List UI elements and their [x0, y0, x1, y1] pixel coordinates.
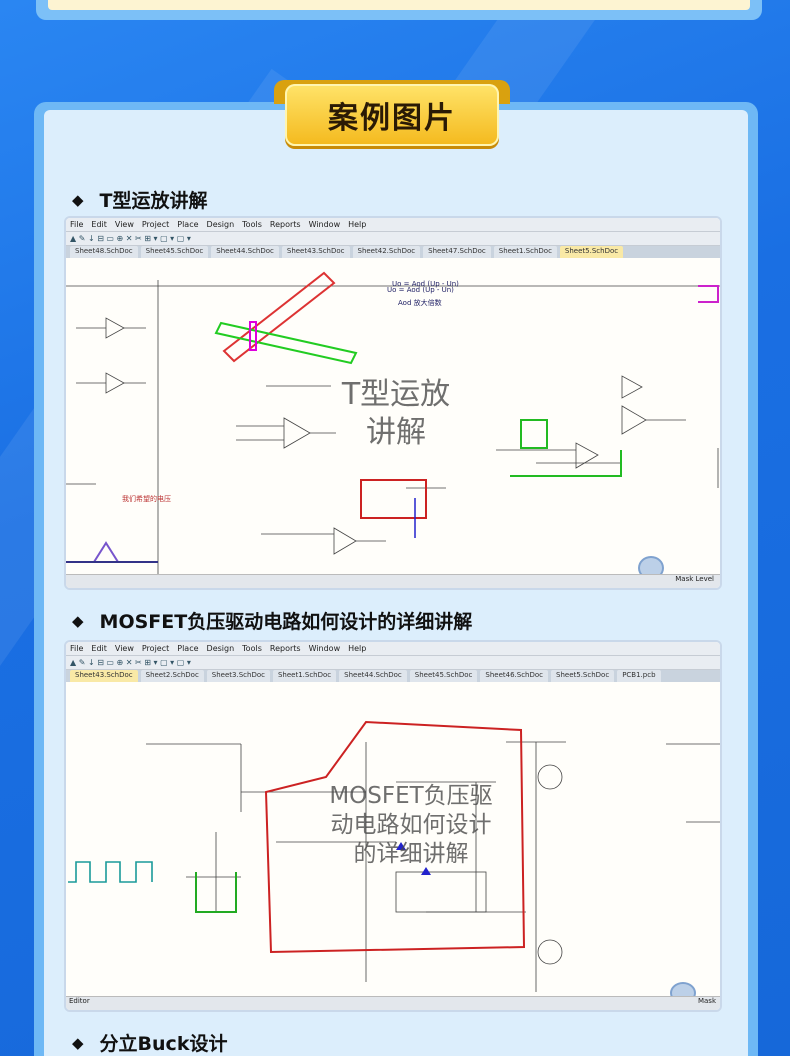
diamond-bullet-icon: ◆ — [72, 1033, 84, 1052]
menu-item[interactable]: Reports — [269, 644, 301, 653]
doc-tab[interactable]: Sheet2.SchDoc — [140, 670, 204, 682]
schematic-screenshot-1[interactable]: File Edit View Project Place Design Tool… — [64, 216, 722, 590]
watermark-line: 讲解 — [366, 414, 426, 450]
schematic-canvas[interactable]: Uo = Aod (Up - Un) Uo = Aod (Up - Un) Ao… — [66, 258, 720, 580]
watermark-line: 的详细讲解 — [353, 840, 469, 867]
section-title-badge: 案例图片 — [285, 84, 499, 146]
document-tabs: Sheet43.SchDoc Sheet2.SchDoc Sheet3.SchD… — [66, 670, 720, 682]
doc-tab[interactable]: Sheet45.SchDoc — [140, 246, 209, 258]
previous-card — [36, 0, 762, 20]
tool-bar: ▲ ✎ ↓ ⊟ ▭ ⊕ ✕ ✂ ⊞ ▾ ▢ ▾ ▢ ▾ — [66, 232, 720, 246]
status-text: Editor — [69, 997, 90, 1005]
status-bar: Editor Mask — [66, 996, 720, 1010]
menu-item[interactable]: Project — [141, 220, 170, 229]
menu-item[interactable]: Reports — [269, 220, 301, 229]
schematic-screenshot-2[interactable]: File Edit View Project Place Design Tool… — [64, 640, 722, 1012]
section-title: 案例图片 — [328, 101, 456, 136]
doc-tab[interactable]: Sheet44.SchDoc — [339, 670, 407, 682]
doc-tab[interactable]: Sheet47.SchDoc — [423, 246, 491, 258]
menu-item[interactable]: Window — [308, 644, 341, 653]
status-text: Mask Level — [675, 575, 714, 583]
doc-tab[interactable]: Sheet1.SchDoc — [493, 246, 557, 258]
menu-item[interactable]: Tools — [242, 220, 262, 229]
menu-item[interactable]: Help — [348, 220, 367, 229]
case-heading-2: ◆ MOSFET负压驱动电路如何设计的详细讲解 — [72, 607, 472, 634]
watermark-line: MOSFET负压驱 — [329, 783, 493, 809]
svg-text:Uo = Aod (Up - Un): Uo = Aod (Up - Un) — [387, 286, 454, 294]
doc-tab[interactable]: Sheet1.SchDoc — [272, 670, 337, 682]
case-heading-1: ◆ T型运放讲解 — [72, 186, 208, 213]
doc-tab[interactable]: Sheet48.SchDoc — [70, 246, 138, 258]
doc-tab[interactable]: Sheet42.SchDoc — [352, 246, 421, 258]
video-watermark: T型运放 讲解 — [296, 376, 496, 451]
diamond-bullet-icon: ◆ — [72, 190, 84, 209]
menu-item[interactable]: Design — [206, 220, 235, 229]
menu-item[interactable]: File — [70, 220, 84, 229]
diamond-bullet-icon: ◆ — [72, 611, 84, 630]
menu-item[interactable]: View — [114, 220, 134, 229]
menu-item[interactable]: File — [70, 644, 84, 653]
tool-bar: ▲ ✎ ↓ ⊟ ▭ ⊕ ✕ ✂ ⊞ ▾ ▢ ▾ ▢ ▾ — [66, 656, 720, 670]
doc-tab[interactable]: Sheet43.SchDoc — [281, 246, 350, 258]
menu-item[interactable]: Edit — [91, 644, 107, 653]
menu-item[interactable]: Project — [141, 644, 170, 653]
doc-tab-active[interactable]: Sheet5.SchDoc — [559, 246, 624, 258]
doc-tab[interactable]: PCB1.pcb — [617, 670, 661, 682]
schematic-canvas[interactable]: MOSFET负压驱 动电路如何设计 的详细讲解 — [66, 682, 720, 1004]
status-text-right: Mask — [697, 997, 716, 1005]
doc-tab[interactable]: Sheet3.SchDoc — [206, 670, 270, 682]
watermark-line: T型运放 — [341, 377, 451, 412]
doc-tab[interactable]: Sheet5.SchDoc — [551, 670, 615, 682]
case-heading-3: ◆ 分立Buck设计 — [72, 1029, 227, 1056]
toolbar-icons[interactable]: ▲ ✎ ↓ ⊟ ▭ ⊕ ✕ ✂ ⊞ ▾ ▢ ▾ ▢ ▾ — [70, 658, 191, 667]
menu-item[interactable]: Place — [177, 220, 199, 229]
menu-item[interactable]: Design — [206, 644, 235, 653]
case-heading-text: 分立Buck设计 — [99, 1033, 228, 1055]
formula-text: Uo = Aod (Up - Un) — [392, 280, 459, 288]
menu-bar: File Edit View Project Place Design Tool… — [66, 642, 720, 656]
menu-item[interactable]: Place — [177, 644, 199, 653]
menu-bar: File Edit View Project Place Design Tool… — [66, 218, 720, 232]
video-watermark: MOSFET负压驱 动电路如何设计 的详细讲解 — [301, 782, 521, 868]
doc-tab-active[interactable]: Sheet43.SchDoc — [70, 670, 138, 682]
schematic-drawing — [68, 720, 720, 992]
menu-item[interactable]: View — [114, 644, 134, 653]
formula-note: Aod 放大倍数 — [398, 299, 442, 307]
annotation-text: 我们希望的电压 — [122, 495, 171, 503]
doc-tab[interactable]: Sheet45.SchDoc — [409, 670, 478, 682]
doc-tab[interactable]: Sheet44.SchDoc — [211, 246, 279, 258]
case-heading-text: T型运放讲解 — [99, 190, 208, 212]
watermark-line: 动电路如何设计 — [330, 811, 492, 838]
menu-item[interactable]: Edit — [91, 220, 107, 229]
menu-item[interactable]: Window — [308, 220, 341, 229]
schematic-drawing: Uo = Aod (Up - Un) — [66, 271, 720, 576]
menu-item[interactable]: Tools — [242, 644, 262, 653]
document-tabs: Sheet48.SchDoc Sheet45.SchDoc Sheet44.Sc… — [66, 246, 720, 258]
status-bar: Mask Level — [66, 574, 720, 588]
toolbar-icons[interactable]: ▲ ✎ ↓ ⊟ ▭ ⊕ ✕ ✂ ⊞ ▾ ▢ ▾ ▢ ▾ — [70, 234, 191, 243]
menu-item[interactable]: Help — [348, 644, 367, 653]
case-heading-text: MOSFET负压驱动电路如何设计的详细讲解 — [99, 611, 473, 633]
doc-tab[interactable]: Sheet46.SchDoc — [480, 670, 549, 682]
previous-card-body — [48, 0, 750, 10]
